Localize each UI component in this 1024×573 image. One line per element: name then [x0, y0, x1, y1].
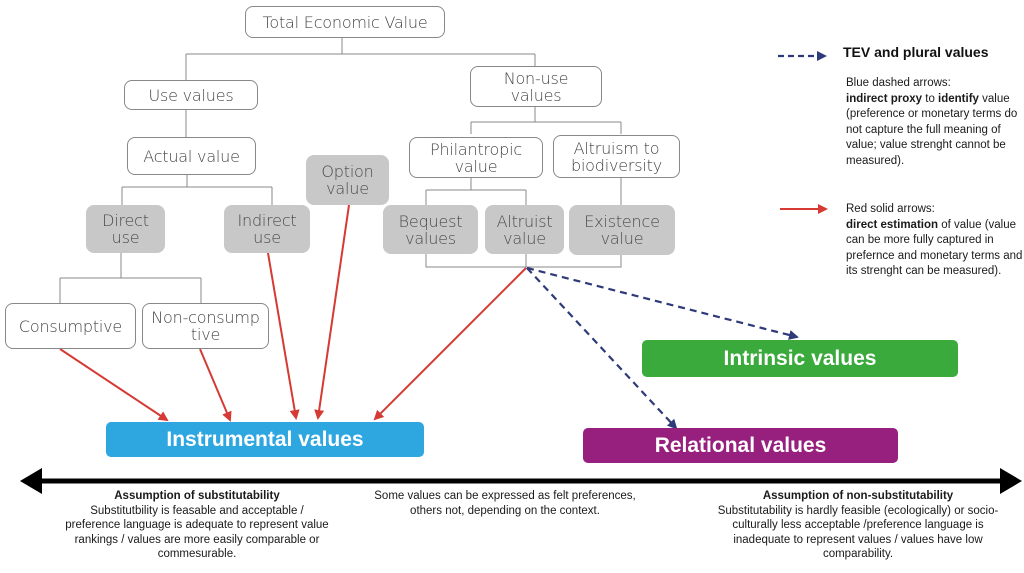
blue-arrow-intrinsic — [526, 266, 799, 340]
node-non-use-values: Non-use values — [470, 66, 602, 107]
node-altruism-to-biodiversity-label: Altruism to biodiversity — [570, 138, 662, 175]
node-consumptive: Consumptive — [5, 303, 136, 349]
node-actual-value: Actual value — [127, 137, 256, 175]
node-altruist-value-label: Altruist value — [496, 211, 553, 248]
category-instrumental-values: Instrumental values — [106, 422, 424, 457]
node-existence-value: Existence value — [569, 205, 675, 255]
substitutability-axis — [20, 468, 1022, 494]
node-altruist-value: Altruist value — [485, 205, 564, 254]
node-philantropic-value-label: Philantropic value — [430, 139, 522, 176]
red-arrow-altruist-value — [373, 267, 527, 421]
axis-center-text: Some values can be expressed as felt pre… — [374, 490, 636, 517]
node-philantropic-value: Philantropic value — [409, 137, 543, 178]
node-indirect-use-label: Indirect use — [237, 211, 297, 247]
tree-lines — [59, 38, 622, 303]
node-use-values: Use values — [124, 80, 258, 110]
node-existence-value-label: Existence value — [584, 212, 660, 248]
node-altruism-to-biodiversity: Altruism to biodiversity — [553, 135, 680, 178]
category-intrinsic-values: Intrinsic values — [642, 340, 958, 377]
node-non-use-values-label: Non-use values — [503, 68, 569, 105]
legend-blue-bold1: indirect proxy — [846, 92, 923, 105]
legend-title: TEV and plural values — [843, 44, 989, 60]
blue-dashed-arrows — [526, 266, 799, 430]
axis-center-caption: Some values can be expressed as felt pre… — [370, 489, 640, 518]
legend-blue-rest: value (preference or monetary terms do n… — [846, 92, 1018, 167]
node-bequest-values-label: Bequest values — [398, 211, 463, 248]
legend-blue-label: Blue dashed arrows: — [846, 77, 951, 89]
legend-red-description: Red solid arrows: direct estimation of v… — [846, 202, 1024, 280]
red-arrow-indirect-use — [267, 252, 300, 420]
axis-right-text: Substitutability is hardly feasible (eco… — [717, 504, 999, 561]
node-option-value: Option value — [306, 155, 389, 205]
node-total-economic-value: Total Economic Value — [245, 6, 445, 38]
blue-arrow-relational — [526, 267, 678, 430]
node-indirect-use: Indirect use — [224, 205, 310, 253]
legend-red-label: Red solid arrows: — [846, 203, 935, 215]
node-direct-use: Direct use — [86, 205, 165, 253]
axis-left-caption: Assumption of substitutability Substitut… — [62, 489, 332, 562]
node-option-value-label: Option value — [321, 162, 374, 198]
axis-right-caption: Assumption of non-substitutability Subst… — [712, 489, 1004, 562]
legend-red-bold: direct estimation — [846, 218, 939, 231]
legend-blue-description: Blue dashed arrows: indirect proxy to id… — [846, 76, 1024, 169]
red-arrow-option-value — [314, 204, 350, 420]
node-non-consumptive: Non-consumptive — [142, 303, 269, 349]
category-relational-values: Relational values — [583, 428, 898, 463]
axis-left-title: Assumption of substitutability — [114, 490, 280, 502]
legend-red-rest: of value (value can be more fully captur… — [846, 218, 1023, 278]
node-direct-use-label: Direct use — [102, 211, 149, 247]
axis-right-title: Assumption of non-substitutability — [762, 490, 954, 502]
red-arrow-consumptive — [59, 348, 169, 422]
node-bequest-values: Bequest values — [383, 205, 478, 254]
axis-left-text: Substitutbility is feasable and acceptab… — [65, 504, 329, 561]
legend-blue-mid: to — [922, 92, 939, 105]
node-non-consumptive-label: Non-consumptive — [151, 308, 260, 344]
red-arrows — [59, 204, 527, 422]
legend-blue-bold2: identify — [938, 92, 979, 105]
red-arrow-non-consumptive — [199, 348, 232, 422]
